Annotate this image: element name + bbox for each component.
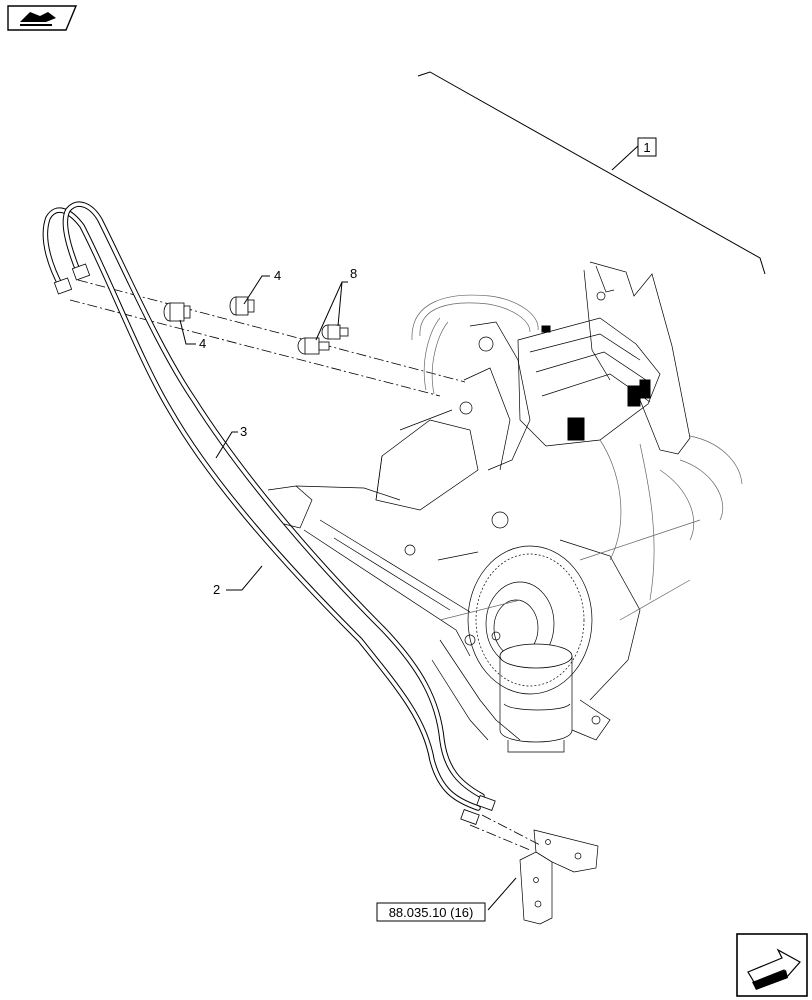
callout-3: 3 (240, 424, 247, 439)
reference-label-text: 88.035.10 (16) (389, 905, 474, 920)
hose-mounting-bracket (487, 829, 599, 925)
reference-label[interactable]: 88.035.10 (16) (376, 902, 486, 922)
callout-1: 1 (643, 140, 650, 155)
adapter-upper (229, 296, 255, 316)
previous-page-icon[interactable] (7, 5, 78, 31)
callout-8: 8 (350, 266, 357, 281)
callout-2: 2 (213, 582, 220, 597)
callout-4-top: 4 (274, 268, 281, 283)
next-page-icon[interactable] (736, 933, 808, 997)
hose-assembly (42, 201, 496, 825)
callout-labels: 4 4 8 3 2 (179, 266, 357, 597)
callout-4-bottom: 4 (199, 336, 206, 351)
fitting-upper (321, 324, 349, 340)
assembly-callout: 1 (417, 71, 766, 275)
fitting-lower (297, 337, 330, 355)
center-lines (69, 279, 541, 851)
adapter-lower (163, 302, 191, 322)
loader-valve-assembly (267, 261, 743, 753)
